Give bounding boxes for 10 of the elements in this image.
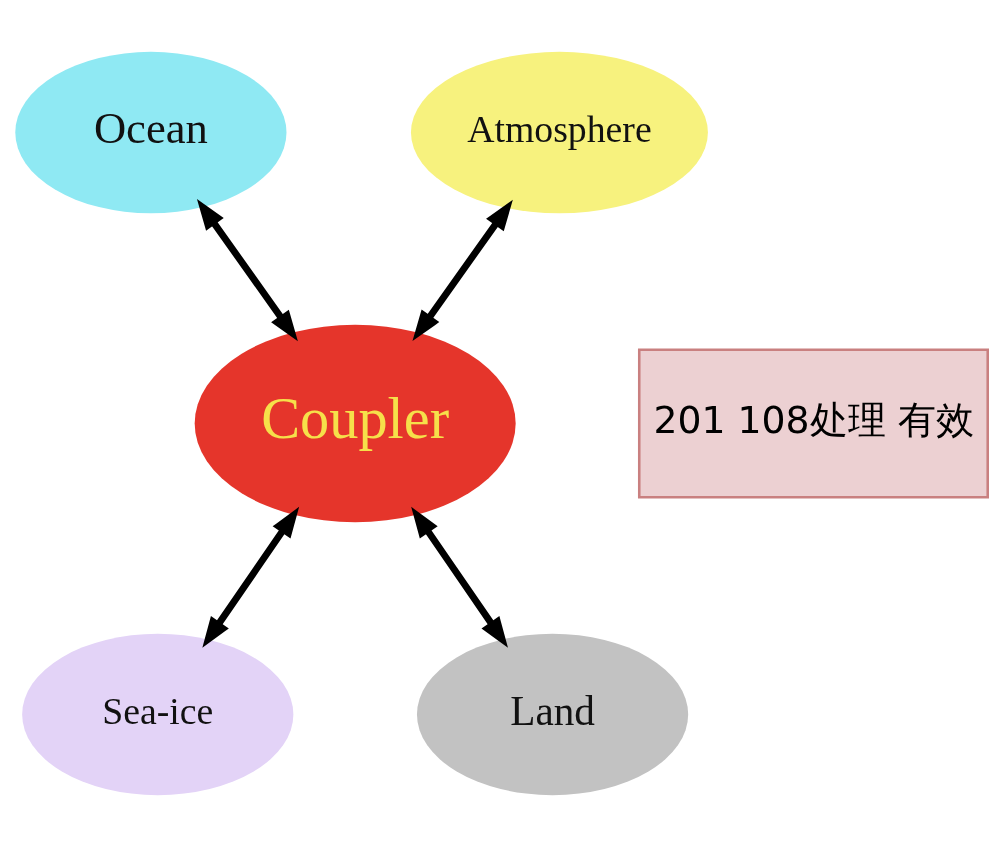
node-ellipse: Atmosphere bbox=[410, 51, 708, 213]
arrow bbox=[202, 506, 300, 648]
arrow bbox=[196, 198, 298, 341]
node-ellipse: Ocean bbox=[15, 51, 287, 213]
node-ellipse: Sea-ice bbox=[22, 633, 294, 795]
node-ellipse: Coupler bbox=[194, 324, 516, 522]
arrow bbox=[411, 506, 508, 648]
node-ellipse: Land bbox=[416, 633, 689, 795]
node-box: 201 108处理 有效 bbox=[637, 347, 989, 499]
arrow bbox=[412, 199, 513, 341]
